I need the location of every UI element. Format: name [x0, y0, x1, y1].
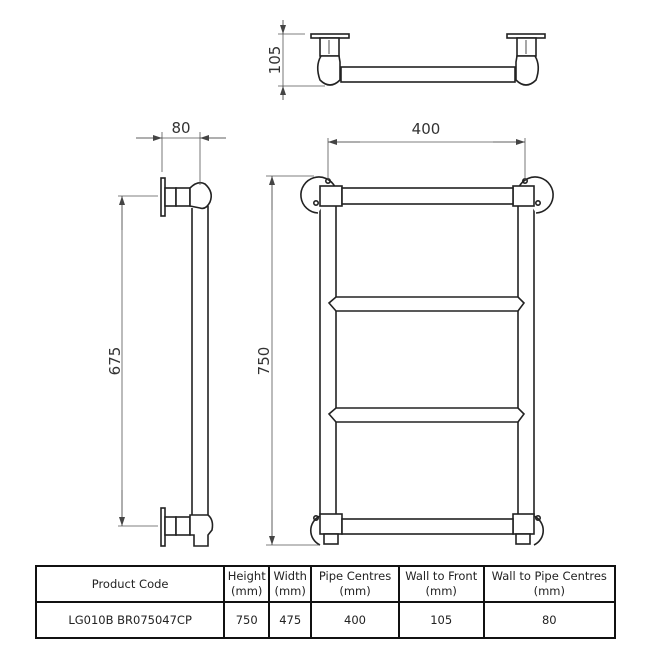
header-product-code: Product Code — [34, 565, 226, 603]
header-wall-to-pipe-centres: Wall to Pipe Centres(mm) — [482, 565, 617, 603]
header-label: Wall to Pipe Centres — [491, 569, 607, 583]
header-label: Height — [227, 569, 266, 583]
table-header-row: Product Code Height(mm) Width(mm) Pipe C… — [34, 565, 617, 603]
cell-pipe-centres: 400 — [310, 601, 400, 639]
side-view — [160, 177, 214, 547]
header-unit: (mm) — [274, 584, 306, 598]
cell-product-code: LG010B BR075047CP — [34, 601, 226, 639]
header-label: Product Code — [91, 576, 169, 591]
dimension-label-105: 105 — [266, 46, 284, 75]
dimension-105 — [278, 20, 325, 100]
dimension-400 — [327, 138, 526, 180]
header-pipe-centres: Pipe Centres(mm) — [310, 565, 400, 603]
header-label: Pipe Centres — [318, 569, 392, 583]
front-view — [300, 176, 554, 546]
table-row: LG010B BR075047CP 750 475 400 105 80 — [34, 601, 617, 639]
dimension-675 — [118, 195, 158, 527]
header-unit: (mm) — [533, 584, 565, 598]
cell-height: 750 — [223, 601, 271, 639]
header-wall-to-front: Wall to Front(mm) — [397, 565, 485, 603]
dimension-label-80: 80 — [171, 119, 190, 137]
dimension-label-400: 400 — [412, 120, 441, 138]
header-unit: (mm) — [425, 584, 457, 598]
cell-wall-to-pipe-centres: 80 — [482, 601, 617, 639]
header-label: Wall to Front — [405, 569, 478, 583]
dimension-750 — [266, 175, 320, 546]
specification-table: Product Code Height(mm) Width(mm) Pipe C… — [34, 565, 617, 639]
technical-drawing: 105 80 675 — [106, 20, 554, 547]
cell-wall-to-front: 105 — [397, 601, 485, 639]
header-label: Width — [273, 569, 307, 583]
top-view — [310, 33, 546, 86]
dimension-80 — [136, 132, 226, 185]
header-height: Height(mm) — [223, 565, 271, 603]
dimension-label-675: 675 — [106, 347, 124, 376]
header-unit: (mm) — [339, 584, 371, 598]
dimension-label-750: 750 — [255, 347, 273, 376]
header-width: Width(mm) — [268, 565, 313, 603]
header-unit: (mm) — [231, 584, 263, 598]
cell-width: 475 — [268, 601, 313, 639]
